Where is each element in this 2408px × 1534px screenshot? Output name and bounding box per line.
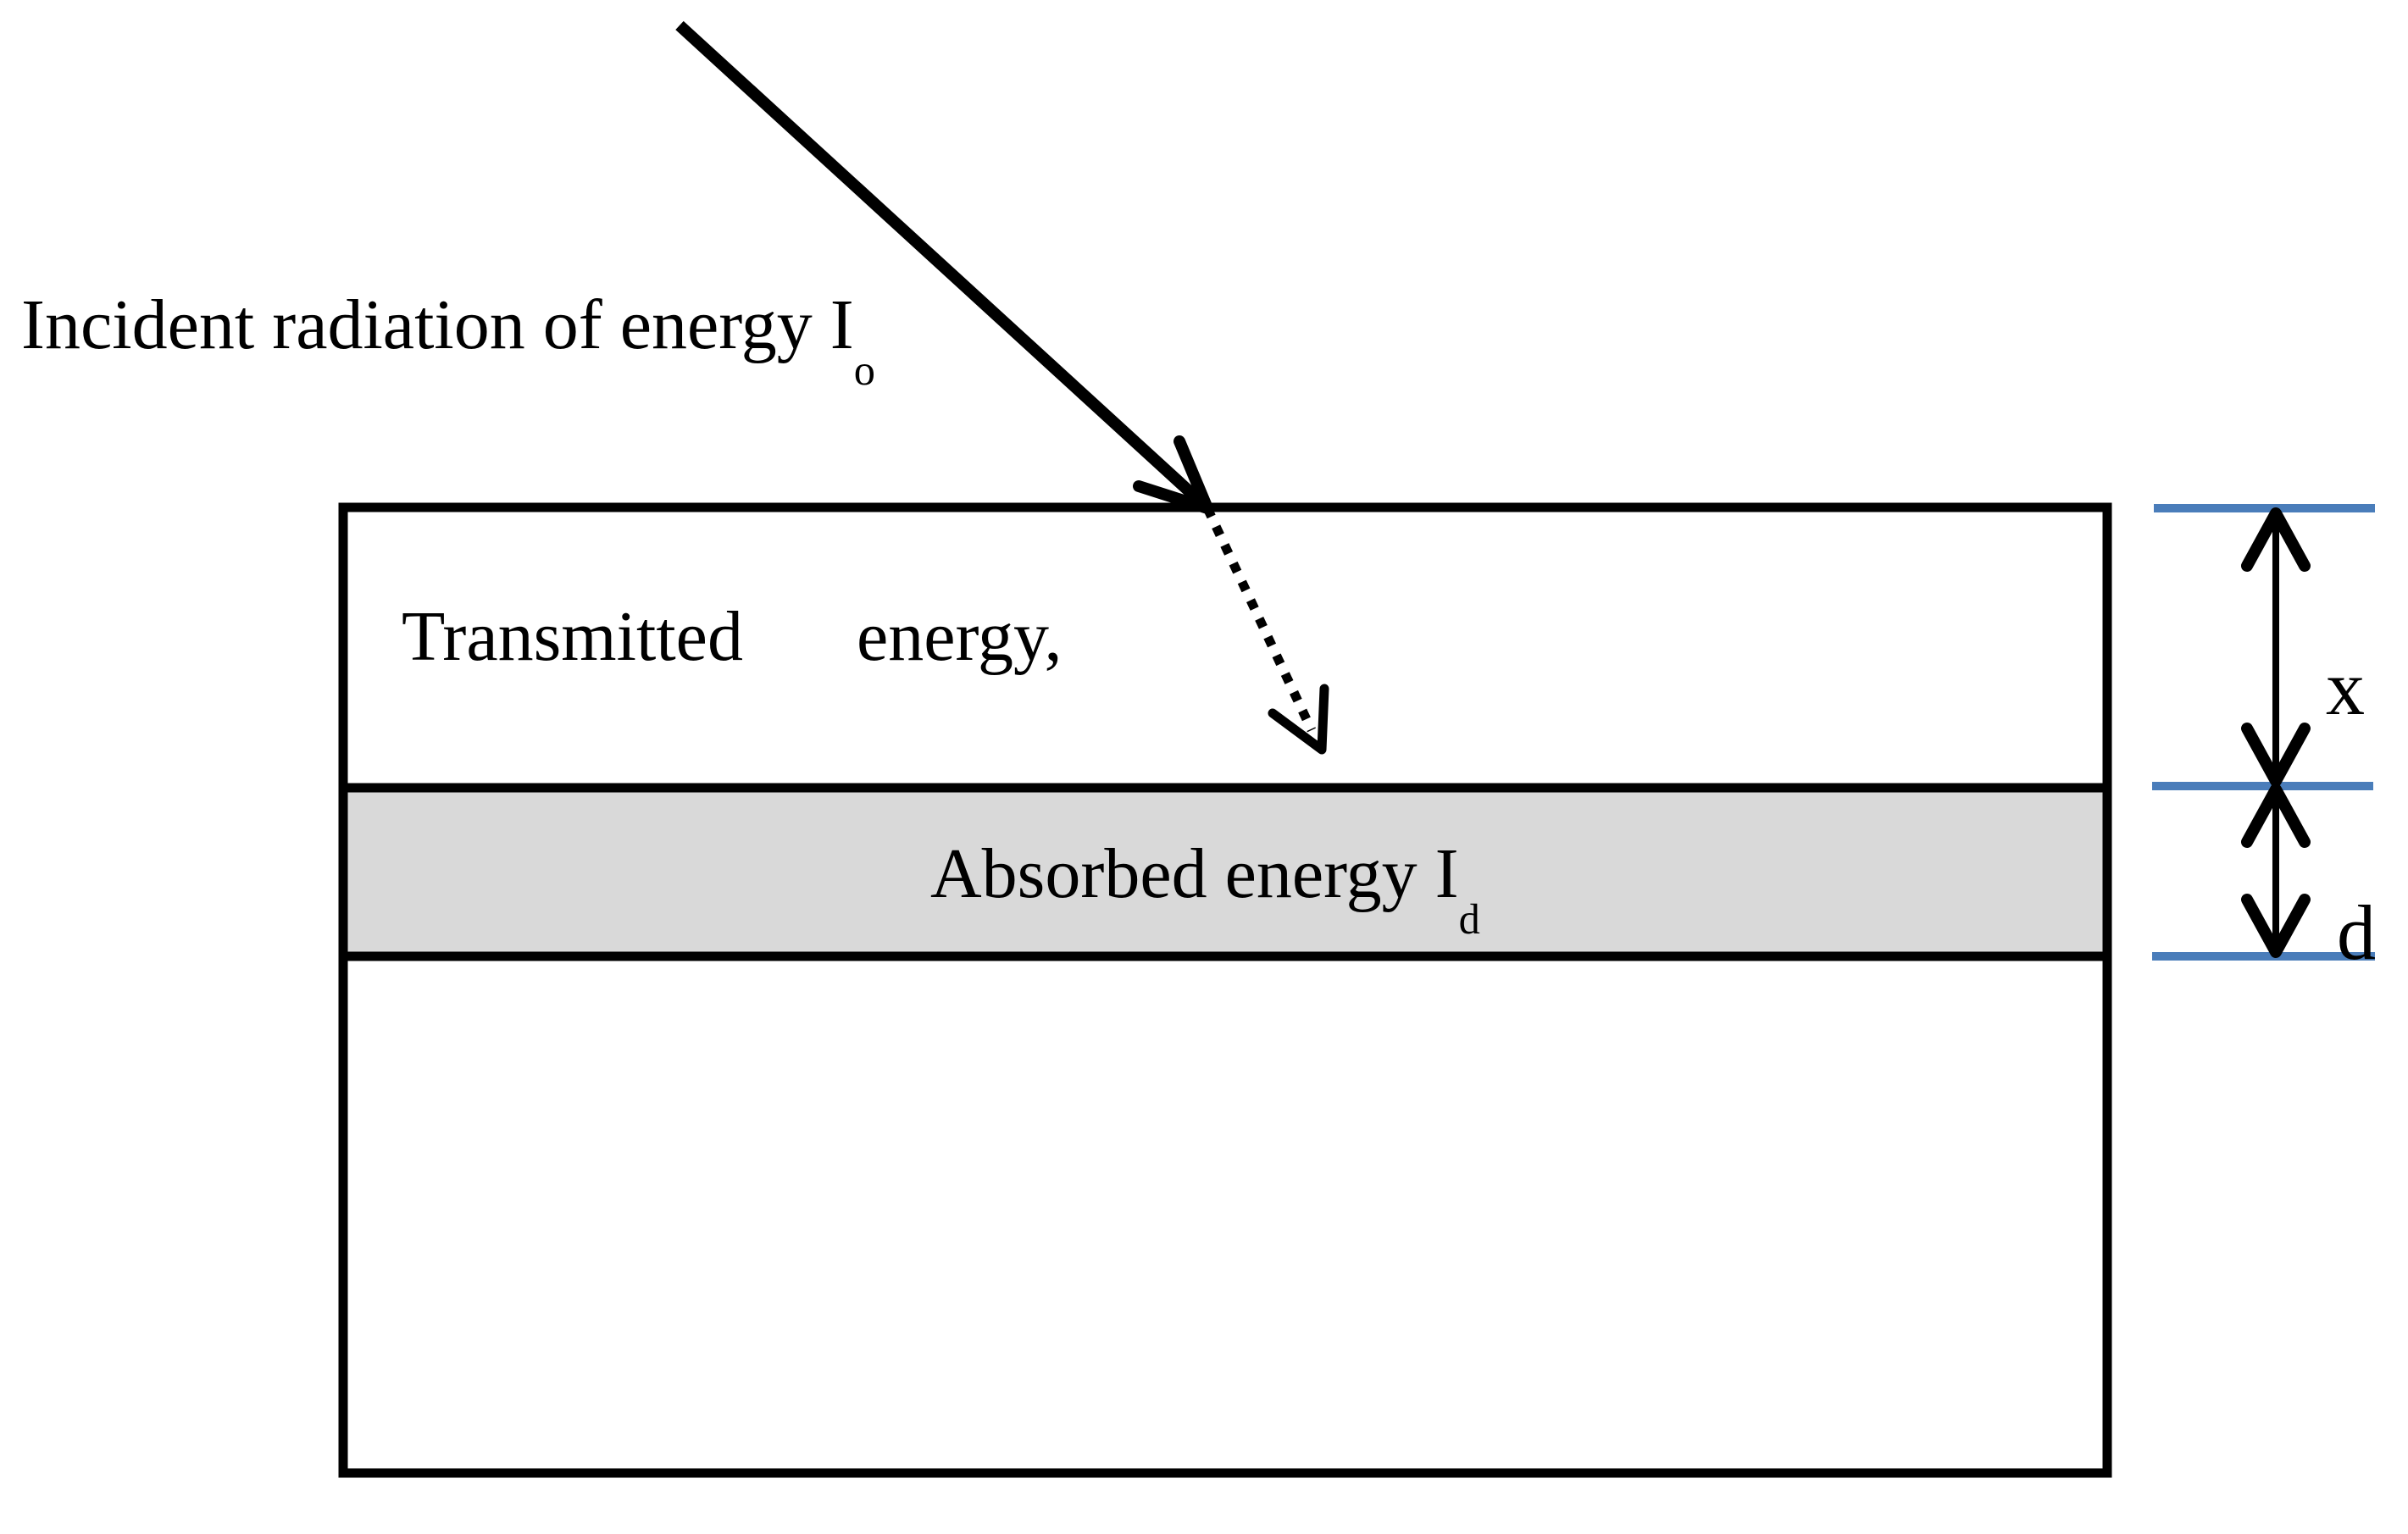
dimension-x-label: x	[2326, 645, 2365, 731]
absorbed-energy-label: Absorbed energy Id	[930, 839, 1480, 941]
transmitted-energy-word2: energy,	[856, 597, 1063, 676]
dimension-arrow-d-head-up-icon	[2241, 784, 2311, 848]
incident-radiation-label-text: Incident radiation of energy I	[21, 285, 854, 364]
dimension-d-label: d	[2337, 889, 2376, 976]
dimension-arrow-x-head-down-icon	[2241, 723, 2311, 787]
transmitted-energy-word1: Transmitted	[402, 597, 743, 676]
transmitted-dotted-arrow-shaft	[1203, 506, 1316, 733]
incident-arrow-shaft	[675, 20, 1207, 509]
slab-rectangle	[338, 502, 2112, 1478]
incident-radiation-label-subscript: o	[853, 346, 875, 394]
absorbed-energy-label-text: Absorbed energy I	[930, 834, 1459, 913]
absorbed-energy-label-subscript: d	[1458, 894, 1480, 943]
dimension-arrow-x-head-up-icon	[2241, 507, 2311, 572]
transmitted-energy-label: Transmitted energy,	[402, 601, 1063, 673]
incident-radiation-label: Incident radiation of energy Io	[21, 290, 875, 392]
dimension-arrow-d-head-down-icon	[2241, 894, 2311, 958]
absorbed-band	[338, 783, 2112, 961]
transmitted-dotted-arrowhead-icon	[1268, 684, 1329, 755]
